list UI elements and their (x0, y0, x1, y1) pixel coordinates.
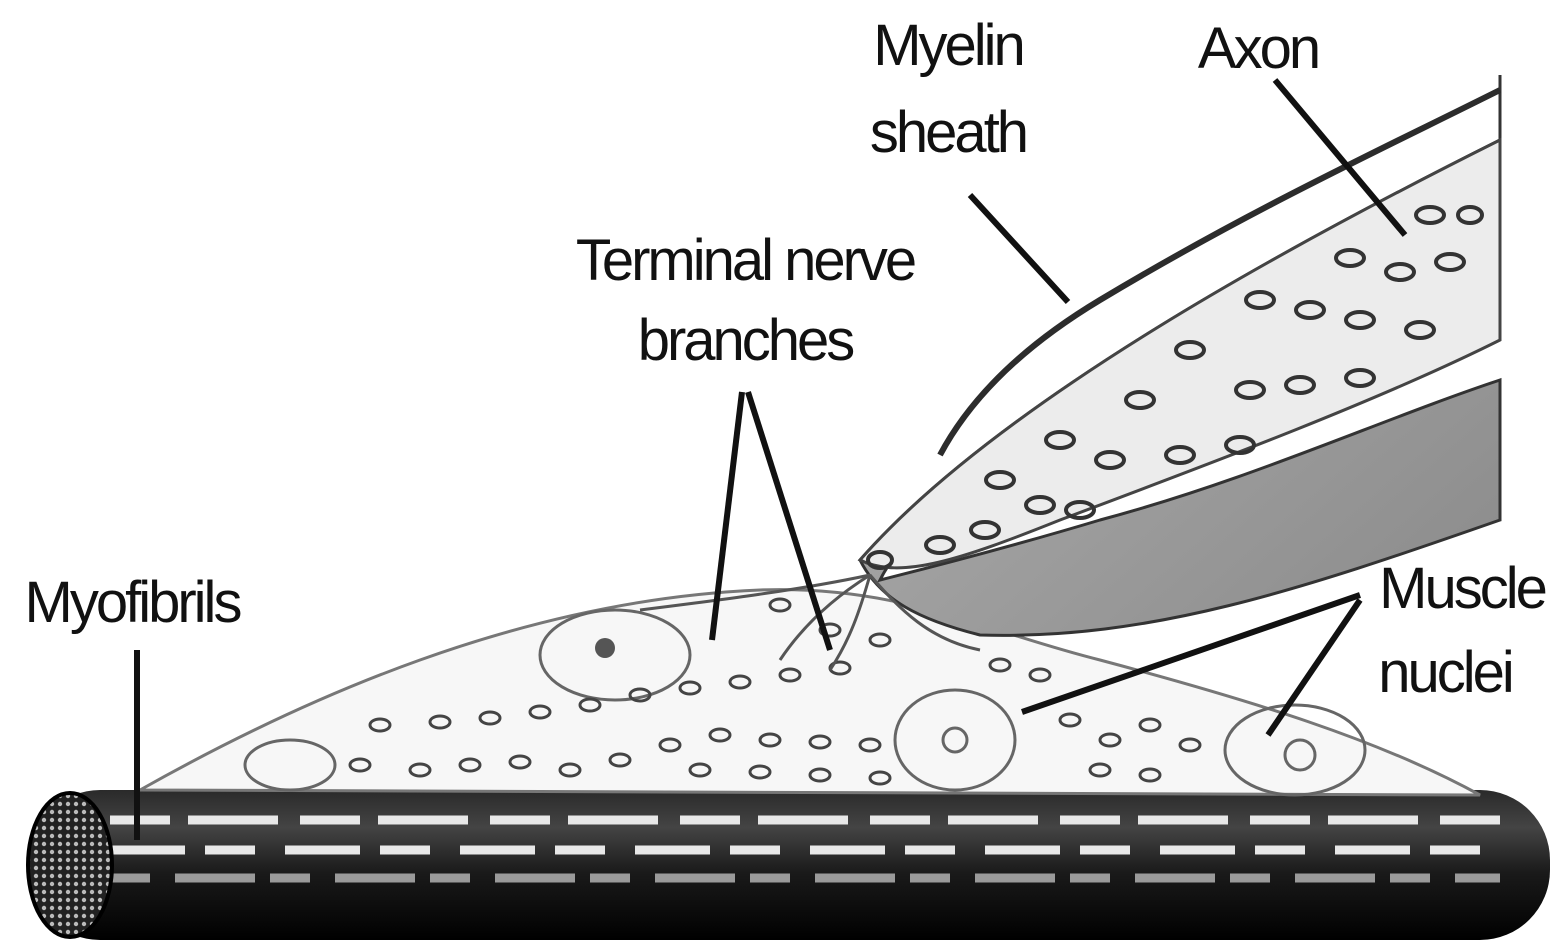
muscle-fiber (28, 790, 1550, 940)
label-muscle-line1: Muscle (1379, 556, 1545, 621)
fiber-cross-section (28, 793, 112, 937)
leader-myelin (970, 195, 1068, 302)
label-terminal-line1: Terminal nerve (576, 228, 915, 293)
leader-axon (1275, 80, 1405, 235)
label-muscle-line2: nuclei (1378, 640, 1512, 705)
label-myelin-line2: sheath (870, 100, 1026, 165)
label-myofibrils: Myofibrils (25, 570, 241, 635)
label-terminal-line2: branches (638, 308, 854, 373)
label-axon: Axon (1198, 16, 1318, 81)
label-myelin-line1: Myelin (873, 13, 1023, 78)
